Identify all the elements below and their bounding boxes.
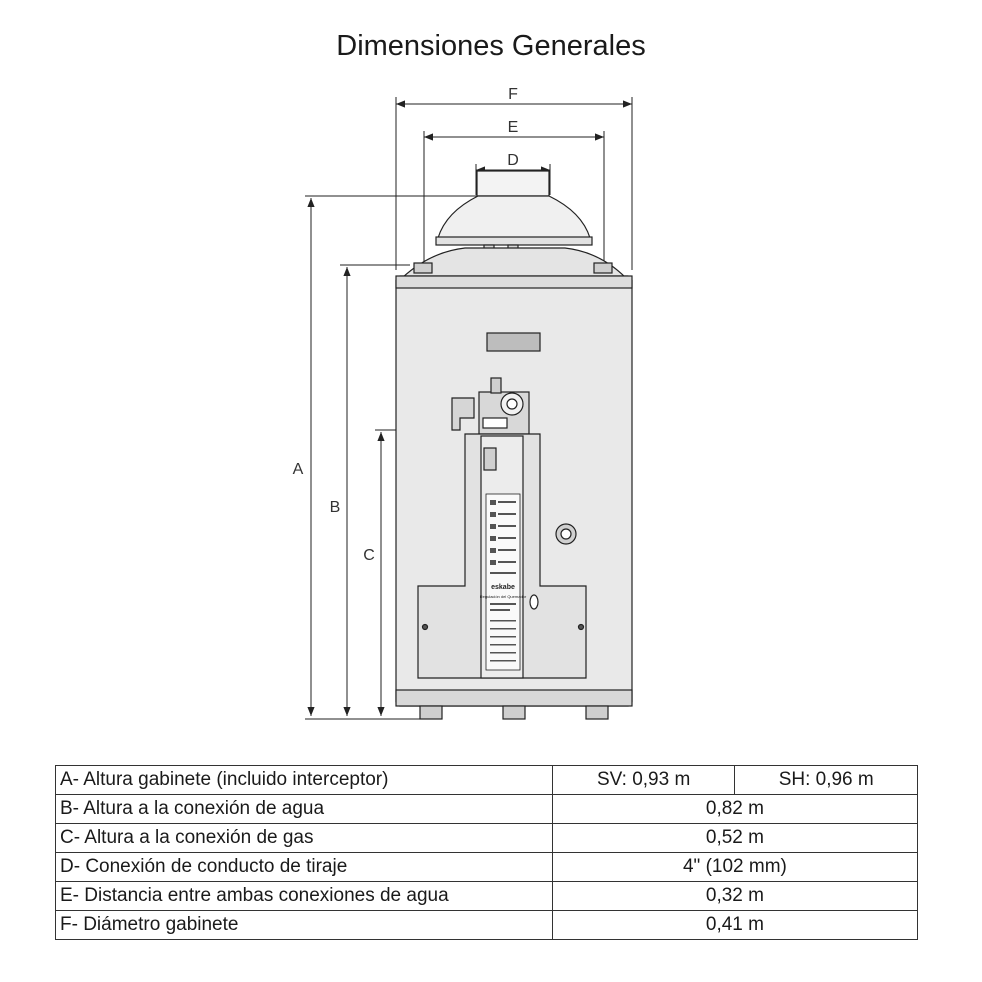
spec-label: A- Altura gabinete (incluido interceptor… bbox=[55, 765, 553, 795]
dim-label-F: F bbox=[508, 86, 518, 103]
instruction-label bbox=[485, 493, 521, 671]
dimensions-table: A- Altura gabinete (incluido interceptor… bbox=[55, 765, 919, 940]
viewing-port bbox=[529, 594, 539, 610]
spec-label: F- Diámetro gabinete bbox=[55, 910, 553, 940]
spec-label: C- Altura a la conexión de gas bbox=[55, 823, 553, 853]
water-connection-right bbox=[593, 262, 613, 274]
dim-label-C: C bbox=[363, 547, 375, 564]
spec-value: SV: 0,93 m bbox=[551, 765, 736, 795]
foot-right bbox=[585, 705, 609, 720]
dim-label-A: A bbox=[293, 461, 304, 478]
foot-left bbox=[419, 705, 443, 720]
spec-value: 4" (102 mm) bbox=[551, 852, 919, 882]
spec-label: B- Altura a la conexión de agua bbox=[55, 794, 553, 824]
table-row: D- Conexión de conducto de tiraje 4" (10… bbox=[55, 852, 919, 882]
spec-label: E- Distancia entre ambas conexiones de a… bbox=[55, 881, 553, 911]
spec-value: SH: 0,96 m bbox=[734, 765, 918, 795]
table-row: B- Altura a la conexión de agua 0,82 m bbox=[55, 794, 919, 824]
table-row: A- Altura gabinete (incluido interceptor… bbox=[55, 765, 918, 795]
dim-label-E: E bbox=[508, 119, 519, 136]
spec-label: D- Conexión de conducto de tiraje bbox=[55, 852, 553, 882]
spec-value: 0,52 m bbox=[551, 823, 919, 853]
water-connection-left bbox=[413, 262, 433, 274]
tank-dome bbox=[400, 247, 628, 279]
table-row: C- Altura a la conexión de gas 0,52 m bbox=[55, 823, 919, 853]
table-row: F- Diámetro gabinete 0,41 m bbox=[55, 910, 919, 940]
foot-center bbox=[502, 705, 526, 720]
brand-text: eskabe bbox=[491, 584, 515, 591]
flue-collar bbox=[476, 170, 550, 197]
label-heading: Regulación del Quemador bbox=[480, 594, 527, 599]
dim-label-D: D bbox=[507, 152, 519, 169]
water-heater-drawing: eskabe Regulación del Quemador bbox=[395, 170, 633, 720]
dim-label-B: B bbox=[330, 499, 341, 516]
spec-value: 0,41 m bbox=[551, 910, 919, 940]
dimension-lines bbox=[305, 97, 633, 720]
table-row: E- Distancia entre ambas conexiones de a… bbox=[55, 881, 919, 911]
spec-value: 0,82 m bbox=[551, 794, 919, 824]
page-title: Dimensiones Generales bbox=[336, 30, 646, 62]
draft-hood bbox=[437, 195, 591, 239]
nameplate bbox=[486, 332, 541, 352]
dimension-diagram: F E D A B C bbox=[293, 86, 633, 720]
panel-screw-right bbox=[577, 623, 585, 631]
panel-screw-left bbox=[421, 623, 429, 631]
spec-value: 0,32 m bbox=[551, 881, 919, 911]
